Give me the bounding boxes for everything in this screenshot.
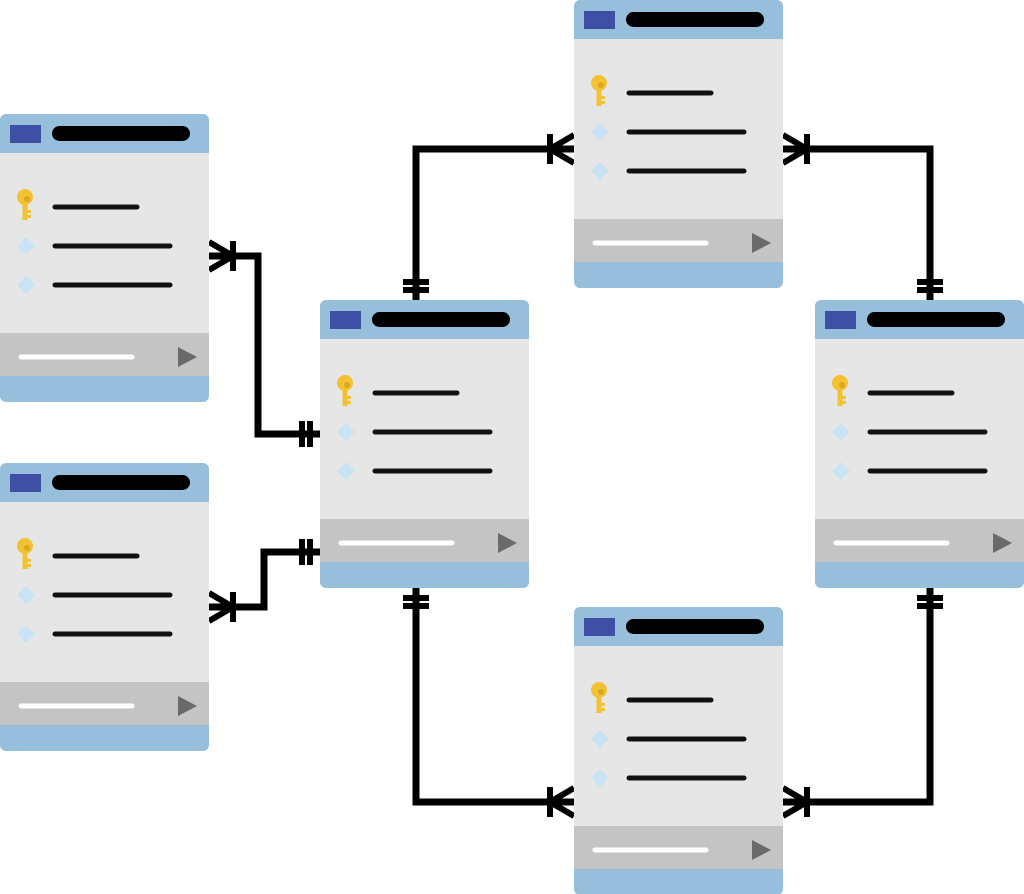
table-title-bar: [52, 475, 190, 490]
table-body: [0, 153, 209, 333]
play-icon[interactable]: [498, 533, 517, 553]
crows-foot-prong: [548, 799, 576, 819]
table-icon: [330, 311, 361, 329]
diamond-icon: [832, 462, 850, 480]
table-row: [591, 730, 747, 748]
table-row: [337, 462, 493, 480]
table-body: [574, 39, 783, 219]
diamond-icon: [832, 423, 850, 441]
diamond-icon: [17, 625, 35, 643]
key-icon: [591, 682, 607, 713]
key-icon: [17, 538, 33, 569]
key-icon: [337, 375, 353, 406]
connector-line: [783, 588, 934, 806]
diamond-icon: [337, 423, 355, 441]
crows-foot-prong: [207, 590, 235, 610]
table-entity-left-top[interactable]: [0, 114, 209, 402]
table-icon: [10, 474, 41, 492]
table-title-bar: [626, 12, 764, 27]
table-title-bar: [52, 126, 190, 141]
table-title-bar: [626, 619, 764, 634]
table-row: [832, 375, 955, 406]
key-icon: [832, 375, 848, 406]
relationship-connector: [207, 539, 320, 624]
table-row: [591, 75, 714, 106]
table-body: [0, 502, 209, 682]
table-row: [591, 123, 747, 141]
play-icon[interactable]: [993, 533, 1012, 553]
relationship-connector: [403, 588, 576, 819]
table-body: [815, 339, 1024, 519]
crows-foot-prong: [207, 253, 235, 273]
crows-foot-prong: [781, 799, 809, 819]
connector-line: [209, 548, 320, 611]
crows-foot-prong: [548, 146, 576, 166]
table-row: [337, 375, 460, 406]
crows-foot-prong: [781, 146, 809, 166]
table-entity-left-bottom[interactable]: [0, 463, 209, 751]
relationship-connector: [207, 239, 320, 447]
diamond-icon: [591, 730, 609, 748]
connector-line: [783, 145, 934, 300]
table-row: [17, 625, 173, 643]
table-row: [337, 423, 493, 441]
connector-line: [209, 252, 320, 438]
crows-foot-prong: [207, 239, 235, 259]
diamond-icon: [591, 162, 609, 180]
table-row: [591, 769, 747, 787]
table-icon: [584, 11, 615, 29]
key-icon: [17, 189, 33, 220]
table-icon: [10, 125, 41, 143]
relationship-connector: [781, 588, 943, 819]
table-row: [832, 462, 988, 480]
crows-foot-prong: [781, 785, 809, 805]
diamond-icon: [591, 769, 609, 787]
play-icon[interactable]: [178, 347, 197, 367]
diamond-icon: [17, 237, 35, 255]
table-entity-center[interactable]: [320, 300, 529, 588]
play-icon[interactable]: [752, 233, 771, 253]
diamond-icon: [17, 586, 35, 604]
crows-foot-prong: [548, 132, 576, 152]
table-title-bar: [867, 312, 1005, 327]
table-row: [17, 276, 173, 294]
table-entity-bottom[interactable]: [574, 607, 783, 894]
connector-line: [412, 588, 574, 806]
table-row: [591, 162, 747, 180]
play-icon[interactable]: [752, 840, 771, 860]
table-row: [17, 586, 173, 604]
play-icon[interactable]: [178, 696, 197, 716]
crows-foot-prong: [781, 132, 809, 152]
crows-foot-prong: [548, 785, 576, 805]
table-row: [17, 538, 140, 569]
diamond-icon: [17, 276, 35, 294]
table-title-bar: [372, 312, 510, 327]
table-body: [320, 339, 529, 519]
table-body: [574, 646, 783, 826]
table-row: [17, 189, 140, 220]
table-icon: [584, 618, 615, 636]
table-icon: [825, 311, 856, 329]
table-row: [591, 682, 714, 713]
table-row: [17, 237, 173, 255]
diamond-icon: [337, 462, 355, 480]
key-icon: [591, 75, 607, 106]
relationship-connector: [403, 132, 576, 300]
table-row: [832, 423, 988, 441]
table-entity-right[interactable]: [815, 300, 1024, 588]
connector-line: [412, 145, 574, 300]
diamond-icon: [591, 123, 609, 141]
crows-foot-prong: [207, 604, 235, 624]
relationship-connector: [781, 132, 943, 300]
table-entity-top[interactable]: [574, 0, 783, 288]
